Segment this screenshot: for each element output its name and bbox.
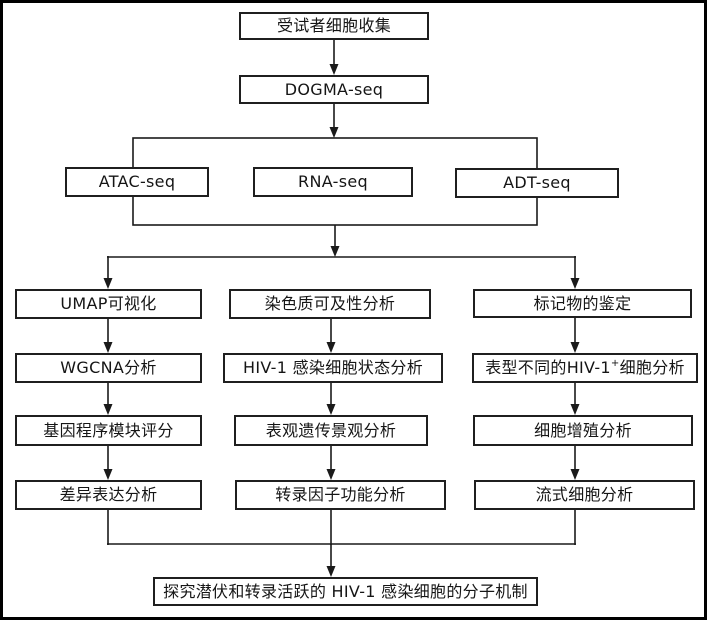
node-umap-visualization: UMAP可视化 [15, 289, 202, 319]
node-label: 差异表达分析 [59, 485, 158, 504]
node-transcription-factor-function-analysis: 转录因子功能分析 [235, 480, 446, 510]
node-label: 转录因子功能分析 [275, 485, 406, 504]
superscript-plus: + [610, 358, 620, 369]
node-label: 探究潜伏和转录活跃的 HIV-1 感染细胞的分子机制 [163, 581, 528, 601]
node-label: ADT-seq [503, 173, 571, 192]
node-label: 标记物的鉴定 [533, 293, 632, 313]
node-final-conclusion: 探究潜伏和转录活跃的 HIV-1 感染细胞的分子机制 [153, 577, 538, 606]
node-rna-seq: RNA-seq [253, 167, 413, 197]
node-label: RNA-seq [298, 172, 368, 191]
node-label: 染色质可及性分析 [264, 294, 396, 313]
node-cell-proliferation-analysis: 细胞增殖分析 [473, 415, 693, 446]
node-label-pre: 表型不同的HIV-1 [485, 358, 611, 377]
node-epigenetic-landscape-analysis: 表观遗传景观分析 [234, 415, 428, 446]
node-label: 细胞增殖分析 [534, 420, 632, 440]
node-subject-cell-collection: 受试者细胞收集 [239, 12, 429, 40]
node-label: UMAP可视化 [60, 294, 157, 313]
node-phenotype-distinct-hiv1-cell-analysis: 表型不同的HIV-1+细胞分析 [472, 353, 698, 383]
node-wgcna-analysis: WGCNA分析 [15, 353, 202, 383]
node-atac-seq: ATAC-seq [65, 167, 209, 197]
node-dogma-seq: DOGMA-seq [239, 75, 429, 104]
node-hiv1-infected-cell-state-analysis: HIV-1 感染细胞状态分析 [223, 353, 443, 383]
node-marker-identification: 标记物的鉴定 [473, 289, 692, 318]
node-label: 受试者细胞收集 [276, 16, 392, 35]
arrowhead-icons [103, 64, 580, 577]
node-flow-cytometry-analysis: 流式细胞分析 [474, 480, 695, 510]
node-label: 基因程序模块评分 [43, 420, 174, 440]
node-gene-program-module-score: 基因程序模块评分 [15, 415, 202, 446]
node-adt-seq: ADT-seq [455, 168, 619, 198]
node-chromatin-accessibility-analysis: 染色质可及性分析 [229, 289, 431, 319]
node-label: ATAC-seq [98, 172, 176, 191]
node-label: WGCNA分析 [60, 358, 157, 377]
node-differential-expression-analysis: 差异表达分析 [15, 480, 202, 510]
node-label-post: 细胞分析 [619, 358, 685, 377]
node-label: 表观遗传景观分析 [265, 420, 397, 440]
node-label: 流式细胞分析 [535, 485, 634, 504]
node-label: DOGMA-seq [284, 79, 384, 99]
node-label: HIV-1 感染细胞状态分析 [243, 358, 423, 377]
